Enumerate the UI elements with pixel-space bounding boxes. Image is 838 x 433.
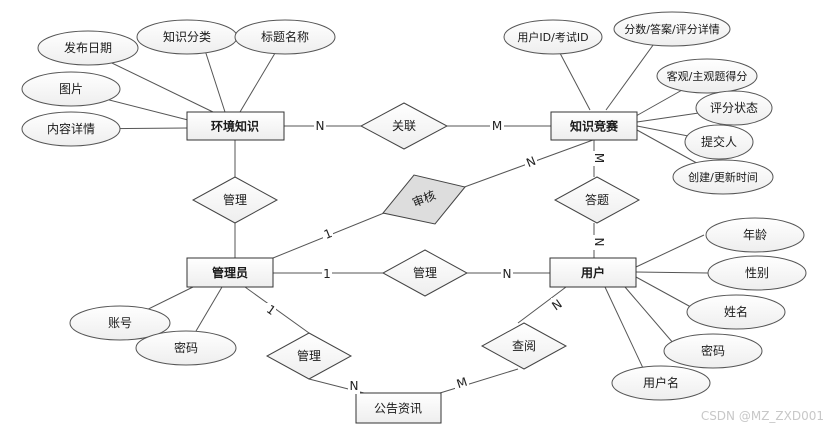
relation-browse: 查阅 — [480, 322, 568, 370]
relation-manage-knowledge: 管理 — [191, 176, 279, 224]
svg-text:提交人: 提交人 — [701, 134, 737, 149]
attr-knowledge-category: 知识分类 — [136, 19, 238, 55]
card-knowledge-assoc: N — [316, 119, 325, 133]
relation-manage-user: 管理 — [381, 249, 469, 297]
entity-admin: 管理员 — [186, 257, 274, 288]
svg-text:分数/答案/评分详情: 分数/答案/评分详情 — [624, 22, 719, 36]
entity-announcement: 公告资讯 — [355, 392, 442, 424]
entity-env-knowledge-label: 环境知识 — [211, 119, 259, 134]
attr-username: 用户名 — [611, 365, 711, 401]
svg-text:性别: 性别 — [745, 266, 769, 280]
entity-user: 用户 — [549, 257, 637, 288]
svg-text:密码: 密码 — [174, 340, 198, 355]
svg-text:评分状态: 评分状态 — [710, 101, 758, 115]
card-user-manage: N — [503, 267, 512, 281]
svg-text:内容详情: 内容详情 — [47, 121, 95, 136]
card-ann-manage: N — [350, 379, 359, 393]
card-admin-manage-ann: 1 — [264, 302, 278, 318]
svg-text:用户ID/考试ID: 用户ID/考试ID — [517, 30, 588, 44]
relation-browse-label: 查阅 — [512, 339, 536, 353]
svg-text:账号: 账号 — [108, 316, 132, 330]
attr-submitter: 提交人 — [684, 124, 754, 160]
attr-user-exam-id: 用户ID/考试ID — [503, 19, 603, 55]
svg-text:密码: 密码 — [701, 343, 725, 358]
attr-user-password: 密码 — [663, 333, 763, 369]
attr-objective-subjective-score: 客观/主观题得分 — [656, 58, 758, 94]
relation-answer: 答题 — [553, 176, 641, 224]
entity-env-knowledge: 环境知识 — [186, 111, 285, 141]
attr-image: 图片 — [21, 71, 121, 107]
card-admin-manage-user: 1 — [323, 267, 331, 281]
relation-manage-user-label: 管理 — [413, 265, 437, 280]
watermark-text: CSDN @MZ_ZXD001 — [701, 409, 824, 423]
relation-review: 审核 — [382, 174, 466, 225]
svg-text:客观/主观题得分: 客观/主观题得分 — [667, 69, 748, 83]
entity-knowledge-contest: 知识竞赛 — [550, 111, 638, 141]
attr-publish-date: 发布日期 — [37, 30, 139, 66]
card-contest-answer: M — [592, 153, 606, 163]
attr-account: 账号 — [69, 305, 171, 341]
svg-text:年龄: 年龄 — [743, 228, 767, 242]
entity-knowledge-contest-label: 知识竞赛 — [569, 119, 619, 134]
svg-text:发布日期: 发布日期 — [64, 40, 112, 55]
svg-text:姓名: 姓名 — [724, 304, 748, 319]
relation-manage-announcement-label: 管理 — [297, 348, 321, 363]
relation-manage-announcement: 管理 — [265, 332, 353, 380]
card-ann-browse: M — [455, 375, 469, 392]
cardinality-labels: N M N 1 M N 1 N 1 N M N — [264, 118, 606, 394]
attr-admin-password: 密码 — [135, 330, 237, 366]
attr-age: 年龄 — [705, 217, 805, 253]
attr-title-name: 标题名称 — [234, 19, 336, 55]
relation-manage-knowledge-label: 管理 — [223, 192, 247, 207]
relation-association: 关联 — [359, 102, 449, 150]
svg-text:用户名: 用户名 — [643, 375, 679, 390]
relation-association-label: 关联 — [392, 119, 416, 133]
svg-text:创建/更新时间: 创建/更新时间 — [688, 170, 758, 184]
svg-text:图片: 图片 — [59, 82, 83, 96]
card-contest-assoc: M — [492, 119, 502, 133]
entity-announcement-label: 公告资讯 — [374, 402, 422, 416]
attr-name: 姓名 — [686, 294, 786, 330]
entity-user-label: 用户 — [580, 265, 605, 280]
attr-score-answer-detail: 分数/答案/评分详情 — [613, 11, 731, 47]
attr-create-update-time: 创建/更新时间 — [672, 159, 774, 195]
svg-text:知识分类: 知识分类 — [163, 30, 211, 44]
relation-answer-label: 答题 — [585, 192, 609, 207]
svg-text:标题名称: 标题名称 — [261, 29, 309, 44]
attr-scoring-status: 评分状态 — [695, 90, 773, 126]
card-user-answer: N — [592, 238, 606, 247]
attr-gender: 性别 — [707, 255, 807, 291]
attr-content-detail: 内容详情 — [21, 111, 121, 147]
entity-admin-label: 管理员 — [212, 265, 248, 280]
